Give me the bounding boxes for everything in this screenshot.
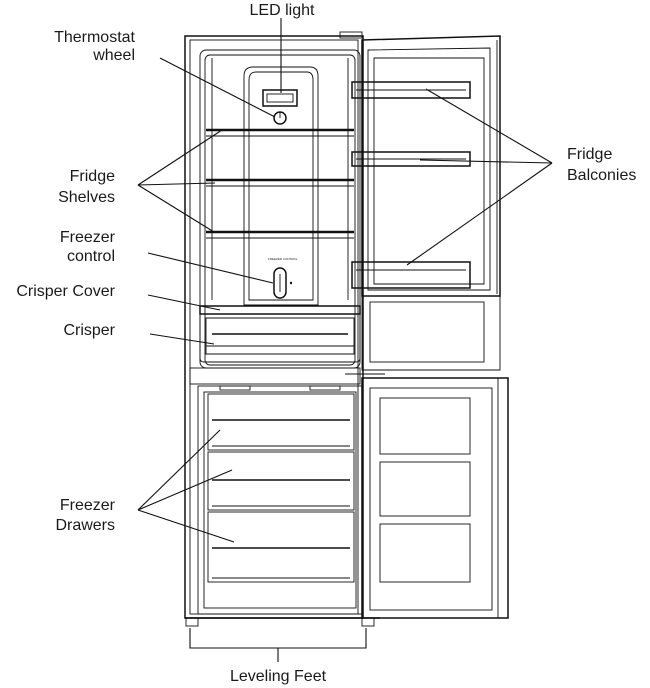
label-fridge-shelves-line1: Fridge	[70, 168, 115, 185]
crisper-unit	[199, 305, 361, 363]
label-fridge-balconies-line2: Balconies	[567, 167, 636, 184]
labels: LED light Thermostat wheel Fridge Shelve…	[16, 2, 636, 685]
label-led-light: LED light	[250, 2, 315, 19]
label-freezer-control-line2: control	[67, 248, 115, 265]
label-freezer-control-line1: Freezer	[60, 229, 116, 246]
leveling-feet-icon	[185, 617, 375, 627]
freezer-drawers	[207, 385, 355, 583]
label-fridge-shelves-line2: Shelves	[58, 189, 115, 206]
fridge-shelves	[206, 58, 354, 300]
fridge-cabinet	[184, 31, 380, 619]
led-light-box	[262, 89, 298, 107]
freezer-door	[345, 373, 509, 619]
label-thermostat-wheel-line2: wheel	[92, 47, 135, 64]
label-thermostat-wheel-line1: Thermostat	[54, 29, 135, 46]
label-crisper-cover: Crisper Cover	[16, 283, 115, 300]
freezer-control-slider	[273, 267, 287, 299]
svg-text:FREEZER CONTROL: FREEZER CONTROL	[268, 257, 298, 261]
balcony-top	[351, 81, 471, 99]
label-freezer-drawers-line2: Drawers	[55, 517, 115, 534]
label-crisper: Crisper	[63, 322, 115, 339]
label-leveling-feet: Leveling Feet	[230, 668, 327, 685]
balcony-middle	[351, 151, 471, 167]
label-freezer-drawers-line1: Freezer	[60, 497, 116, 514]
leader-lines	[137, 18, 553, 662]
label-fridge-balconies-line1: Fridge	[567, 146, 612, 163]
air-duct-panel: FREEZER CONTROL	[243, 66, 319, 306]
fridge-door	[351, 35, 501, 371]
